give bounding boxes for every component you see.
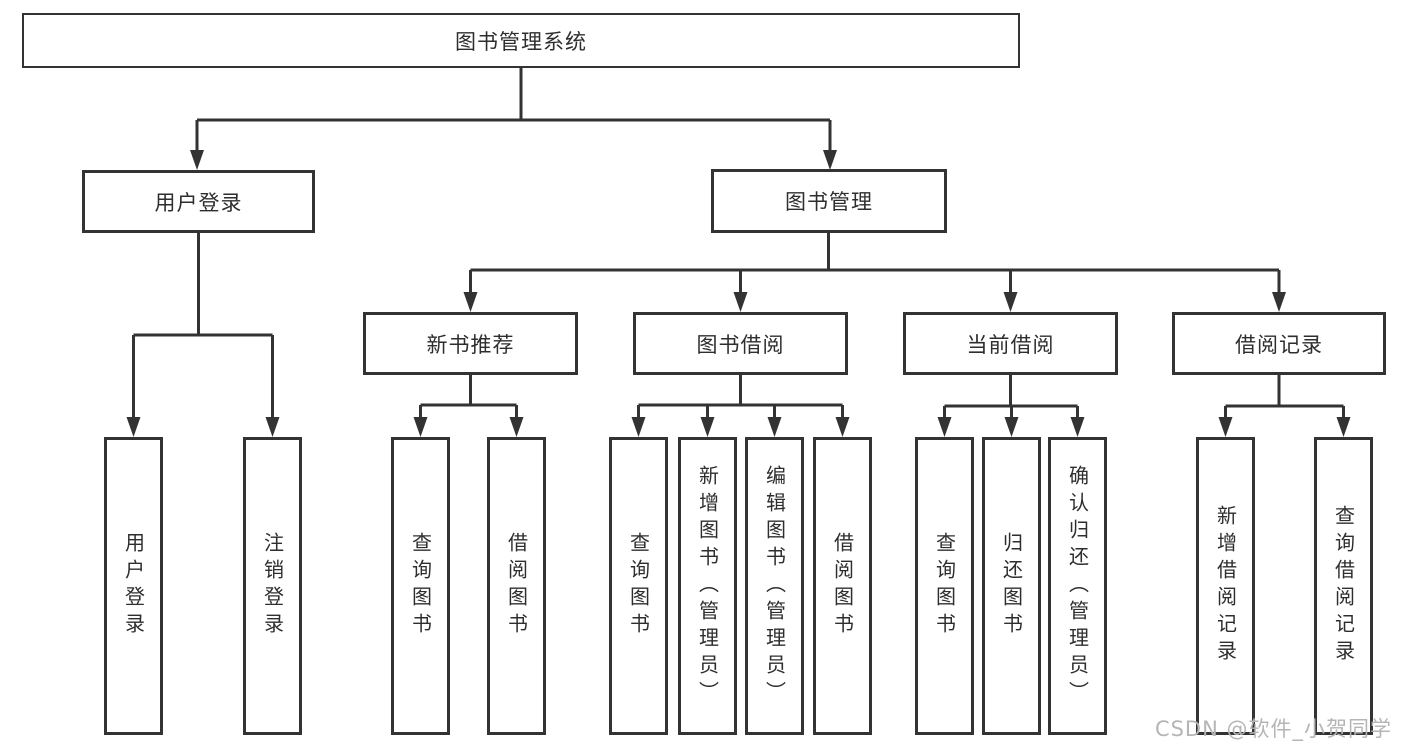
node-current-borrow: 当前借阅 bbox=[903, 312, 1118, 375]
node-label: 图书借阅 bbox=[696, 332, 785, 357]
leaf-query-books-recommend: 查询图书 bbox=[391, 437, 450, 735]
node-label: 借阅图书 bbox=[830, 532, 855, 640]
node-label: 查询图书 bbox=[408, 532, 433, 640]
node-label: 借阅图书 bbox=[504, 532, 529, 640]
leaf-logout: 注销登录 bbox=[243, 437, 302, 735]
node-label: 新增借阅记录 bbox=[1213, 505, 1238, 667]
node-label: 新增图书（管理员） bbox=[695, 464, 720, 708]
node-label: 查询图书 bbox=[932, 532, 957, 640]
leaf-borrow-books-recommend: 借阅图书 bbox=[487, 437, 546, 735]
leaf-query-books-borrow: 查询图书 bbox=[609, 437, 668, 735]
leaf-return-book: 归还图书 bbox=[982, 437, 1041, 735]
leaf-confirm-return-admin: 确认归还（管理员） bbox=[1048, 437, 1107, 735]
node-label: 新书推荐 bbox=[426, 332, 515, 357]
csdn-watermark: CSDN @软件_小贺同学 bbox=[1154, 717, 1392, 741]
node-borrow-records: 借阅记录 bbox=[1172, 312, 1386, 375]
node-label: 查询借阅记录 bbox=[1331, 505, 1356, 667]
node-label: 图书管理 bbox=[785, 190, 873, 214]
node-label: 图书管理系统 bbox=[455, 29, 587, 54]
leaf-query-borrow-record: 查询借阅记录 bbox=[1314, 437, 1373, 735]
leaf-borrow-books: 借阅图书 bbox=[813, 437, 872, 735]
node-book-borrow: 图书借阅 bbox=[633, 312, 848, 375]
node-label: 确认归还（管理员） bbox=[1065, 464, 1090, 708]
leaf-edit-book-admin: 编辑图书（管理员） bbox=[745, 437, 804, 735]
node-label: 用户登录 bbox=[121, 532, 146, 640]
node-label: 用户登录 bbox=[154, 190, 243, 215]
node-label: 注销登录 bbox=[260, 532, 285, 640]
leaf-query-books-current: 查询图书 bbox=[915, 437, 974, 735]
leaf-add-book-admin: 新增图书（管理员） bbox=[678, 437, 737, 735]
node-book-management: 图书管理 bbox=[711, 169, 947, 233]
leaf-add-borrow-record: 新增借阅记录 bbox=[1196, 437, 1255, 735]
node-new-book-recommend: 新书推荐 bbox=[363, 312, 578, 375]
node-user-login: 用户登录 bbox=[82, 170, 315, 233]
node-label: 归还图书 bbox=[999, 532, 1024, 640]
leaf-user-login: 用户登录 bbox=[104, 437, 163, 735]
node-label: 当前借阅 bbox=[966, 332, 1055, 357]
node-label: 借阅记录 bbox=[1235, 332, 1323, 357]
node-library-management-system: 图书管理系统 bbox=[22, 13, 1020, 68]
node-label: 编辑图书（管理员） bbox=[762, 464, 787, 708]
node-label: 查询图书 bbox=[626, 532, 651, 640]
